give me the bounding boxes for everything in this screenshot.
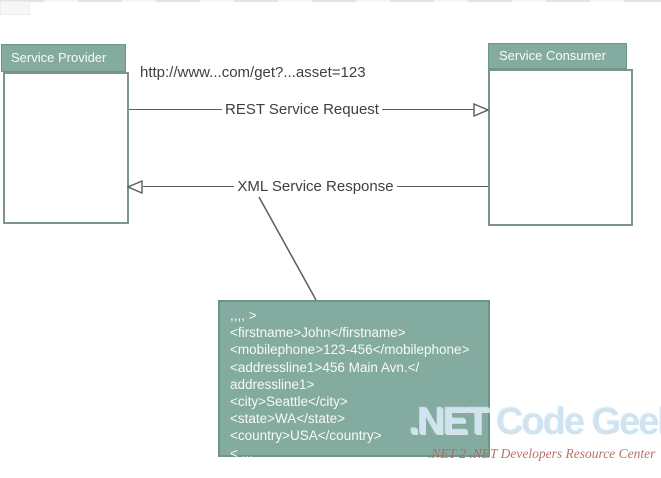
xml-snippet-line: <state>WA</state> [230,411,346,427]
service-consumer-header: Service Consumer [488,43,627,69]
service-consumer-body [488,69,633,226]
request-arrow-label-text: REST Service Request [222,101,382,118]
request-arrow-label: REST Service Request [129,101,475,118]
xml-snippet-line: <mobilephone>123-456</mobilephone> [230,342,470,358]
xml-snippet-line: <firstname>John</firstname> [230,325,406,341]
request-arrowhead-icon [473,103,489,117]
xml-snippet-line: addressline1> [230,376,315,392]
xml-snippet-line: < ... [230,445,253,461]
watermark-tagline: .NET 2 .NET Developers Resource Center [428,446,656,461]
top-border-artifact [0,0,661,2]
response-arrow-label-text: XML Service Response [234,178,397,195]
request-url-label: http://www...com/get?...asset=123 [140,64,366,81]
xml-snippet-line: <addressline1>456 Main Avn.</ [230,359,420,375]
xml-snippet-line: <country>USA</country> [230,428,382,444]
response-arrowhead-icon [127,180,143,194]
xml-callout-connector-line [258,196,317,301]
xml-response-snippet-box: ,,,, > <firstname>John</firstname> <mobi… [218,300,490,461]
service-provider-body [3,72,129,224]
watermark-logo: .NET Code Geeks [409,401,661,443]
xml-snippet-line: <city>Seattle</city> [230,394,348,410]
service-provider-header: Service Provider [1,44,126,72]
response-arrow-label: XML Service Response [143,178,488,195]
xml-snippet-line: ,,,, > [230,308,257,323]
corner-artifact [0,1,30,15]
